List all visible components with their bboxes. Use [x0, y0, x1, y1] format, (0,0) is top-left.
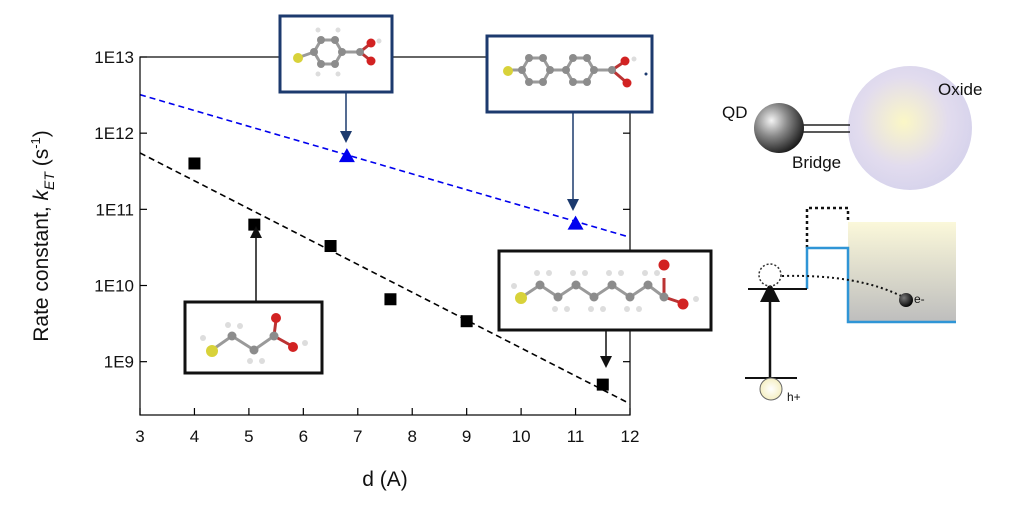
- x-axis-label: d (A): [362, 468, 408, 491]
- hole-dot: [759, 377, 783, 401]
- molecule-inset-phenyl: [278, 14, 394, 143]
- x-tick-label: 7: [353, 427, 362, 446]
- square-marker-4: [460, 315, 473, 328]
- molecule-inset-biphenyl: [485, 34, 654, 211]
- molecule-inset-octyl: [497, 249, 713, 368]
- y-axis-label: Rate constant, kET (s-1): [28, 130, 57, 342]
- triangle-marker-0: [338, 148, 355, 163]
- x-tick-label: 4: [190, 427, 199, 446]
- x-tick-label: 9: [462, 427, 471, 446]
- y-tick-label: 1E12: [94, 124, 134, 143]
- molecule-inset-propyl: [183, 226, 324, 375]
- transfer-path-dotted: [781, 274, 906, 299]
- oxide-label: Oxide: [938, 80, 982, 99]
- qd-label: QD: [722, 103, 748, 122]
- bridge-level-blue: [805, 246, 956, 324]
- oxide-conduction-band: [848, 222, 956, 323]
- y-tick-label: 1E10: [94, 277, 134, 296]
- electron-label: e-: [914, 292, 925, 306]
- x-axis-ticks: 3 4 5 6 7 8 9 10 11 12: [135, 408, 639, 446]
- x-tick-label: 12: [621, 427, 640, 446]
- molecule-biphenyl-model: [503, 54, 648, 88]
- y-axis-ticks: 1E13 1E12 1E11 1E10 1E9: [94, 48, 630, 372]
- square-marker-3: [384, 293, 397, 306]
- square-marker-1: [248, 218, 261, 231]
- square-marker-0: [188, 157, 201, 170]
- molecule-propyl-model: [200, 313, 308, 364]
- x-tick-label: 5: [244, 427, 253, 446]
- x-tick-label: 6: [299, 427, 308, 446]
- electron-dot: [899, 293, 913, 307]
- inset-box: [183, 300, 324, 375]
- molecule-phenyl-model: [293, 27, 382, 77]
- fit-lines: [139, 93, 631, 405]
- qd-bridge-oxide-schematic: QD Oxide Bridge: [722, 66, 982, 190]
- triangle-marker-1: [567, 215, 584, 230]
- y-tick-label: 1E13: [94, 48, 134, 67]
- oxide-sphere: [848, 66, 972, 190]
- energy-level-diagram: e- h+: [745, 206, 956, 404]
- y-tick-label: 1E11: [96, 200, 134, 219]
- quantum-dot-sphere: [754, 103, 804, 153]
- x-tick-label: 3: [135, 427, 144, 446]
- y-tick-label: 1E9: [104, 353, 134, 372]
- fit-line-series-1: [139, 93, 631, 239]
- square-marker-2: [324, 240, 337, 253]
- molecule-octyl-model: [511, 259, 699, 312]
- square-marker-5: [596, 378, 609, 391]
- x-tick-label: 8: [407, 427, 416, 446]
- data-markers: [188, 148, 609, 391]
- bridge-level-dotted: [805, 206, 850, 248]
- excited-state-circle: [758, 263, 782, 287]
- x-tick-label: 11: [567, 427, 585, 446]
- bridge-label: Bridge: [792, 153, 841, 172]
- fit-line-series-0: [139, 152, 631, 405]
- x-tick-label: 10: [512, 427, 531, 446]
- hole-label: h+: [787, 390, 801, 404]
